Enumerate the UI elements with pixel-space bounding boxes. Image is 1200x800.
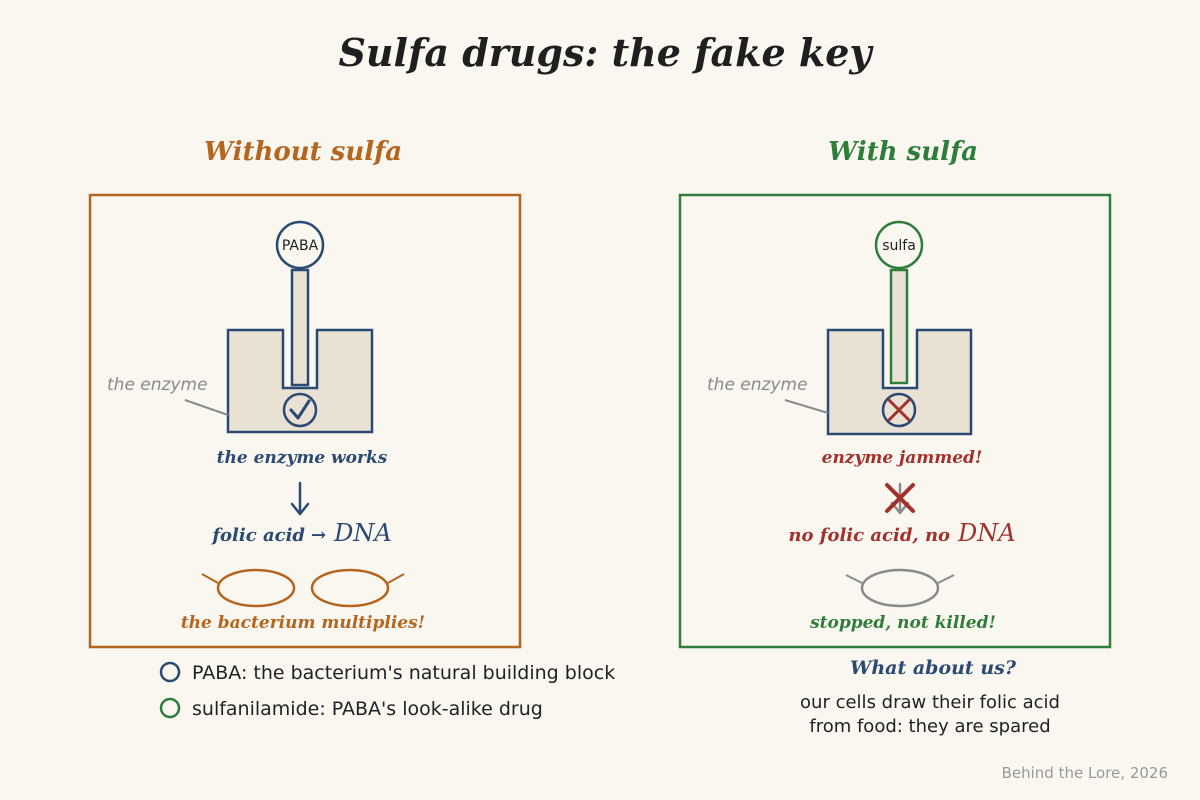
credit: Behind the Lore, 2026 <box>1002 764 1168 782</box>
no-folic-text: no folic acid, no <box>788 525 950 546</box>
enzyme-shape-right <box>826 328 973 436</box>
enzyme-shape-left <box>226 328 374 434</box>
enzyme-pointer-right <box>784 399 829 414</box>
blocked-arrow-icon <box>885 482 915 515</box>
sulfa-stem <box>889 268 909 385</box>
paba-label: PABA <box>282 238 319 254</box>
panel-frame-left <box>88 193 522 649</box>
status-text-jammed: enzyme jammed! <box>822 448 983 468</box>
sulfa-molecule: sulfa <box>874 220 924 270</box>
folic-to-dna: folic acid → DNA <box>210 519 391 547</box>
bacteria-pair <box>201 568 405 608</box>
humans-line-1: our cells draw their folic acid <box>800 692 1060 713</box>
status-text-works: the enzyme works <box>217 448 388 468</box>
panel-without-sulfa: Without sulfa PABA the enzyme the enzyme… <box>88 137 522 649</box>
legend-paba-marker <box>159 661 181 683</box>
dna-text-left: DNA <box>333 519 392 547</box>
humans-note: What about us? our cells draw their foli… <box>800 657 1060 737</box>
enzyme-label-right: the enzyme <box>707 375 808 395</box>
outcome-multiplies: the bacterium multiplies! <box>181 613 425 633</box>
paba-molecule: PABA <box>275 220 325 387</box>
arrow-right-glyph: → <box>311 525 326 546</box>
outcome-stopped: stopped, not killed! <box>809 613 996 633</box>
legend: PABA: the bacterium's natural building b… <box>159 661 615 720</box>
folic-acid-text: folic acid <box>210 525 305 546</box>
cross-icon <box>881 392 917 428</box>
paba-stem <box>290 268 310 387</box>
humans-question: What about us? <box>850 657 1017 679</box>
legend-sulfa-marker <box>159 697 181 719</box>
panel-heading-with: With sulfa <box>828 137 978 167</box>
dna-text-right: DNA <box>957 519 1016 547</box>
arrow-down-icon <box>290 481 310 516</box>
no-folic-no-dna: no folic acid, no DNA <box>788 519 1015 547</box>
panel-with-sulfa: With sulfa sulfa the enzyme enzyme jamme… <box>678 137 1112 649</box>
sulfa-label: sulfa <box>882 238 916 254</box>
stopped-bacterium <box>845 568 955 608</box>
humans-line-2: from food: they are spared <box>809 716 1050 737</box>
legend-paba-text: PABA: the bacterium's natural building b… <box>192 662 615 684</box>
check-icon <box>282 392 318 428</box>
panel-frame-right <box>678 193 1112 649</box>
panel-heading-without: Without sulfa <box>204 137 402 167</box>
legend-sulfa-text: sulfanilamide: PABA's look-alike drug <box>192 698 543 720</box>
enzyme-pointer-left <box>184 399 229 416</box>
page-title: Sulfa drugs: the fake key <box>338 30 874 75</box>
enzyme-label-left: the enzyme <box>107 375 208 395</box>
